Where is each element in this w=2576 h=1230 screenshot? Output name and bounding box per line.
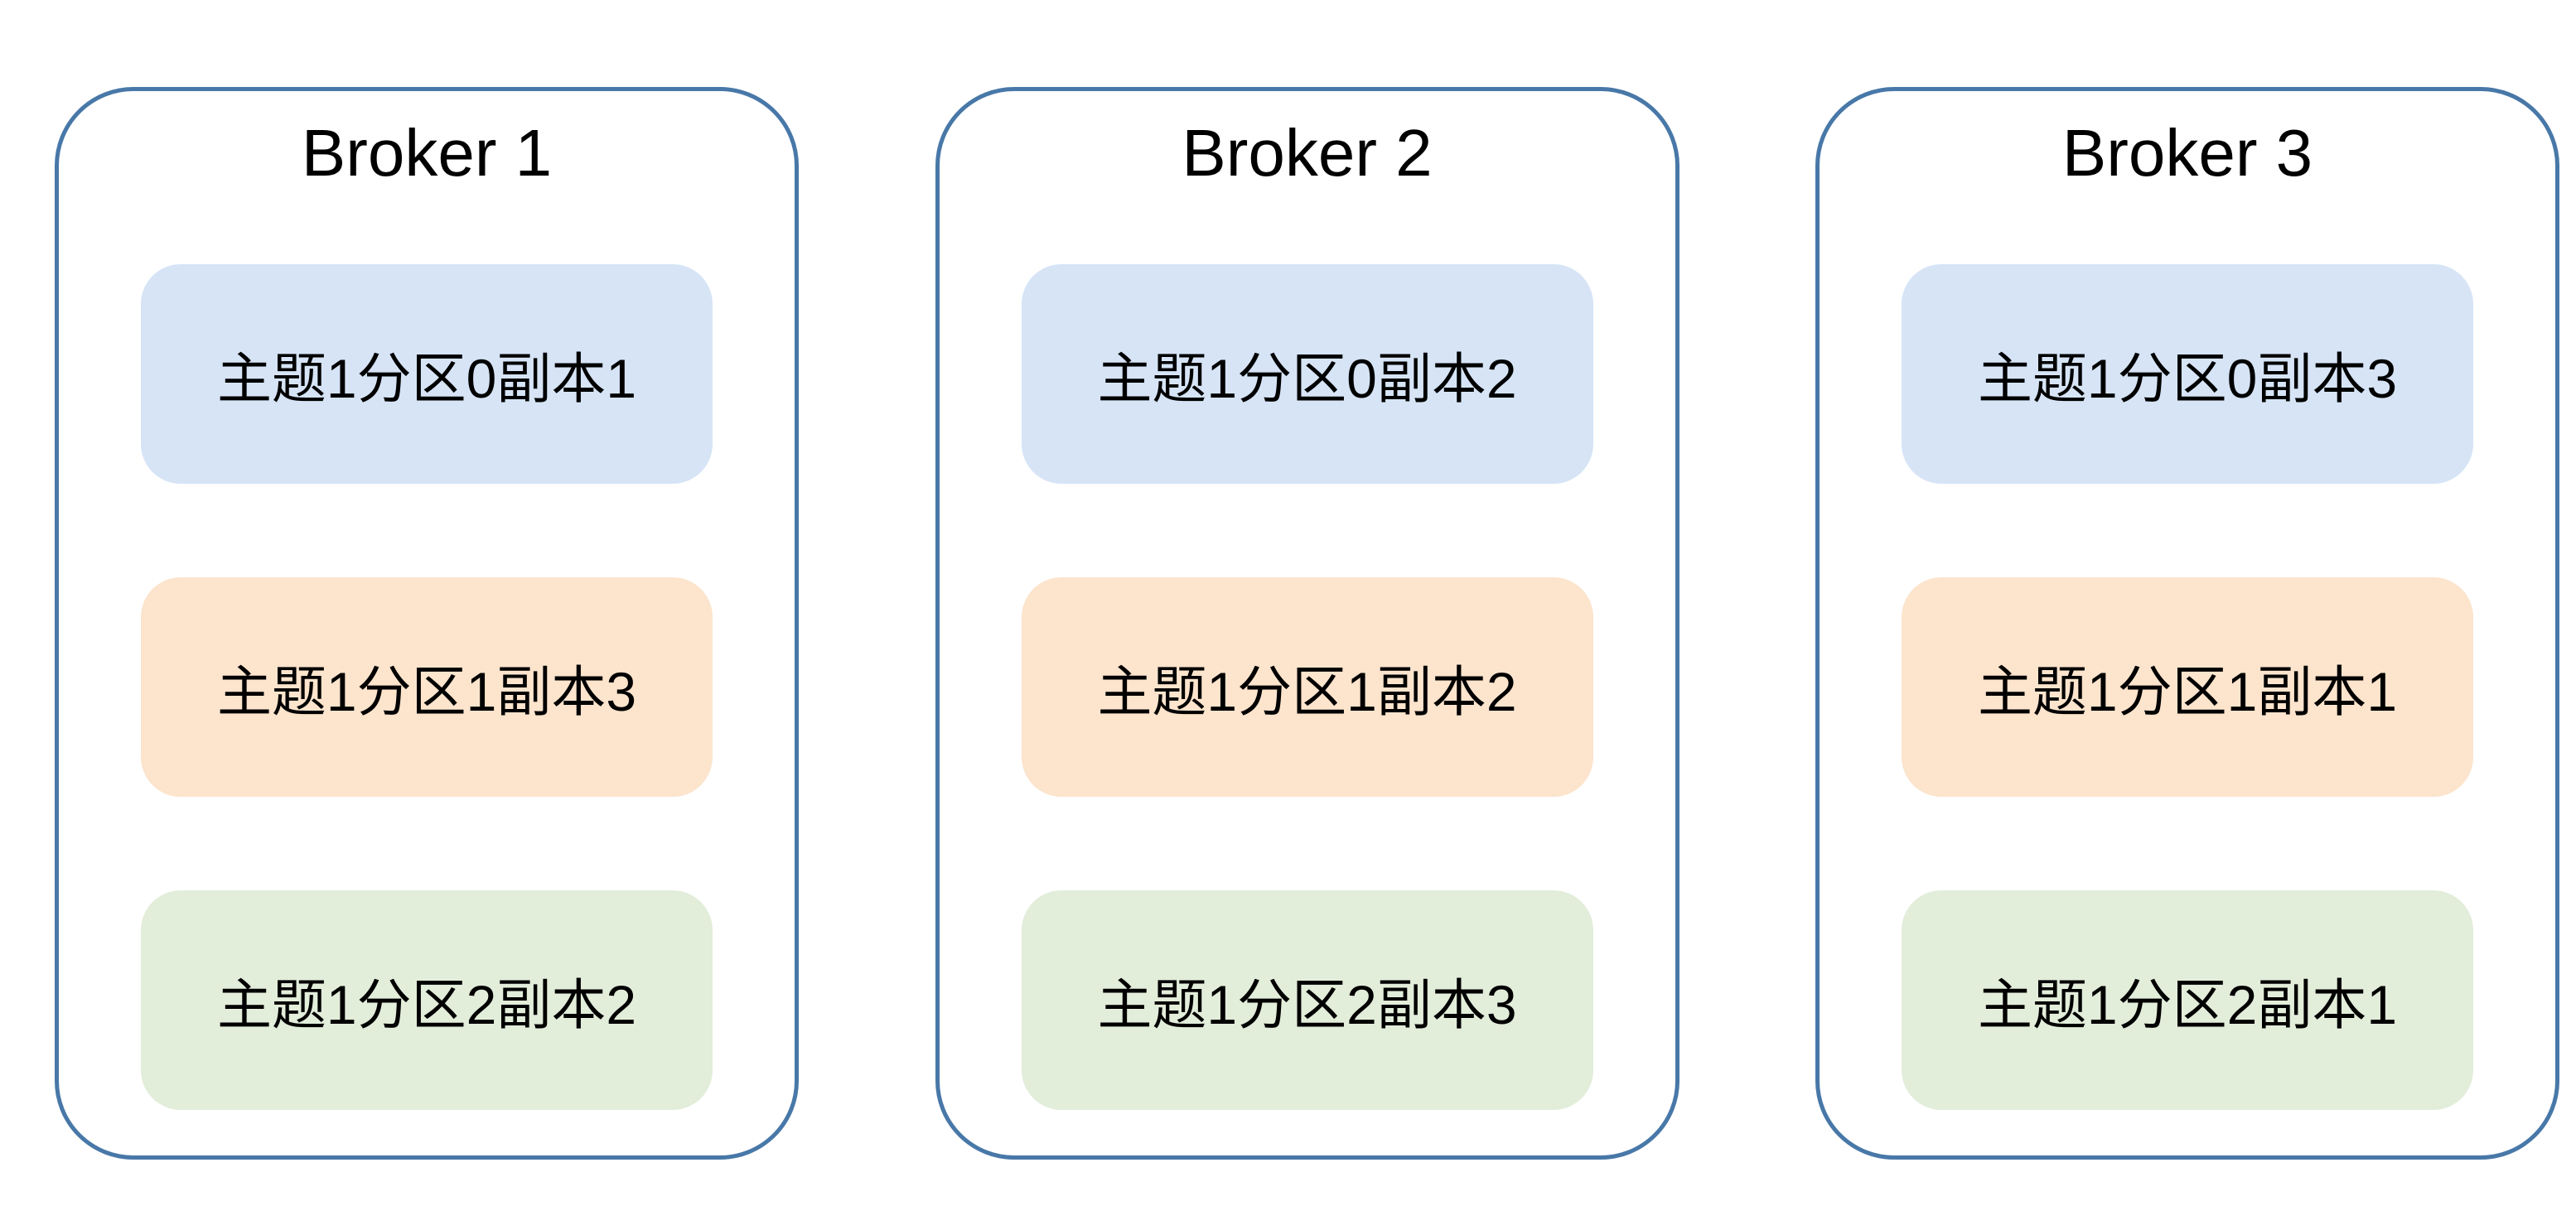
replica-stack: 主题1分区0副本1 主题1分区1副本3 主题1分区2副本2 — [141, 264, 713, 1110]
replica-stack: 主题1分区0副本2 主题1分区1副本2 主题1分区2副本3 — [1021, 264, 1593, 1110]
broker-title: Broker 3 — [2061, 116, 2313, 190]
replica-box: 主题1分区2副本2 — [141, 890, 713, 1110]
replica-box: 主题1分区1副本1 — [1902, 577, 2473, 797]
replica-box: 主题1分区1副本3 — [141, 577, 713, 797]
replica-box: 主题1分区2副本1 — [1902, 890, 2473, 1110]
replica-stack: 主题1分区0副本3 主题1分区1副本1 主题1分区2副本1 — [1902, 264, 2473, 1110]
broker-title: Broker 2 — [1182, 116, 1433, 190]
replica-box: 主题1分区0副本3 — [1902, 264, 2473, 484]
replica-box: 主题1分区0副本2 — [1021, 264, 1593, 484]
replica-box: 主题1分区0副本1 — [141, 264, 713, 484]
broker-title: Broker 1 — [301, 116, 553, 190]
replica-box: 主题1分区1副本2 — [1021, 577, 1593, 797]
broker-card-3: Broker 3 主题1分区0副本3 主题1分区1副本1 主题1分区2副本1 — [1815, 87, 2559, 1160]
replica-box: 主题1分区2副本3 — [1021, 890, 1593, 1110]
broker-card-2: Broker 2 主题1分区0副本2 主题1分区1副本2 主题1分区2副本3 — [935, 87, 1679, 1160]
broker-card-1: Broker 1 主题1分区0副本1 主题1分区1副本3 主题1分区2副本2 — [55, 87, 799, 1160]
